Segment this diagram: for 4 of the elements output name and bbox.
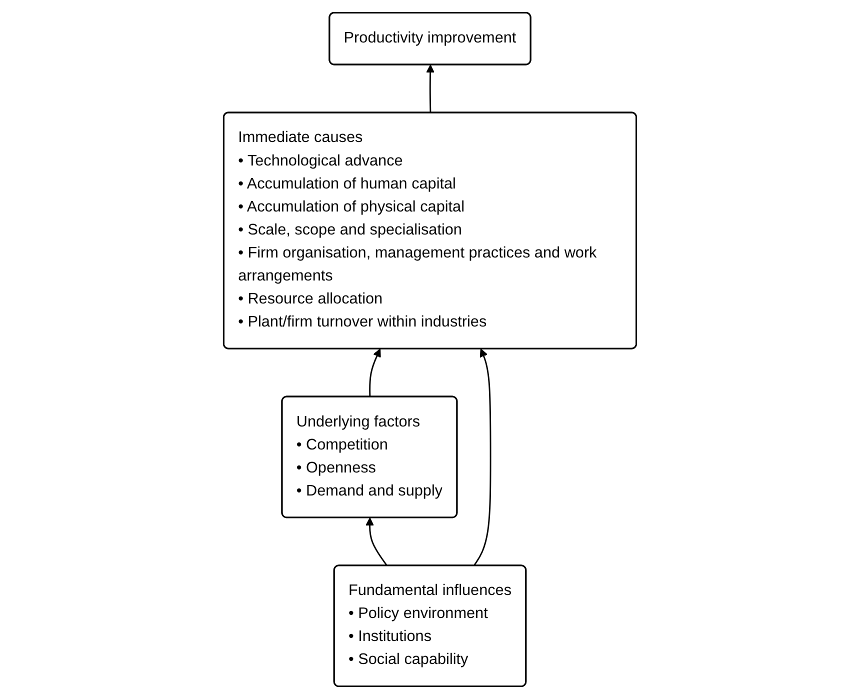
arrow: [472, 348, 491, 566]
arrow: [426, 64, 434, 113]
arrow: [368, 348, 380, 397]
arrow: [365, 518, 388, 566]
